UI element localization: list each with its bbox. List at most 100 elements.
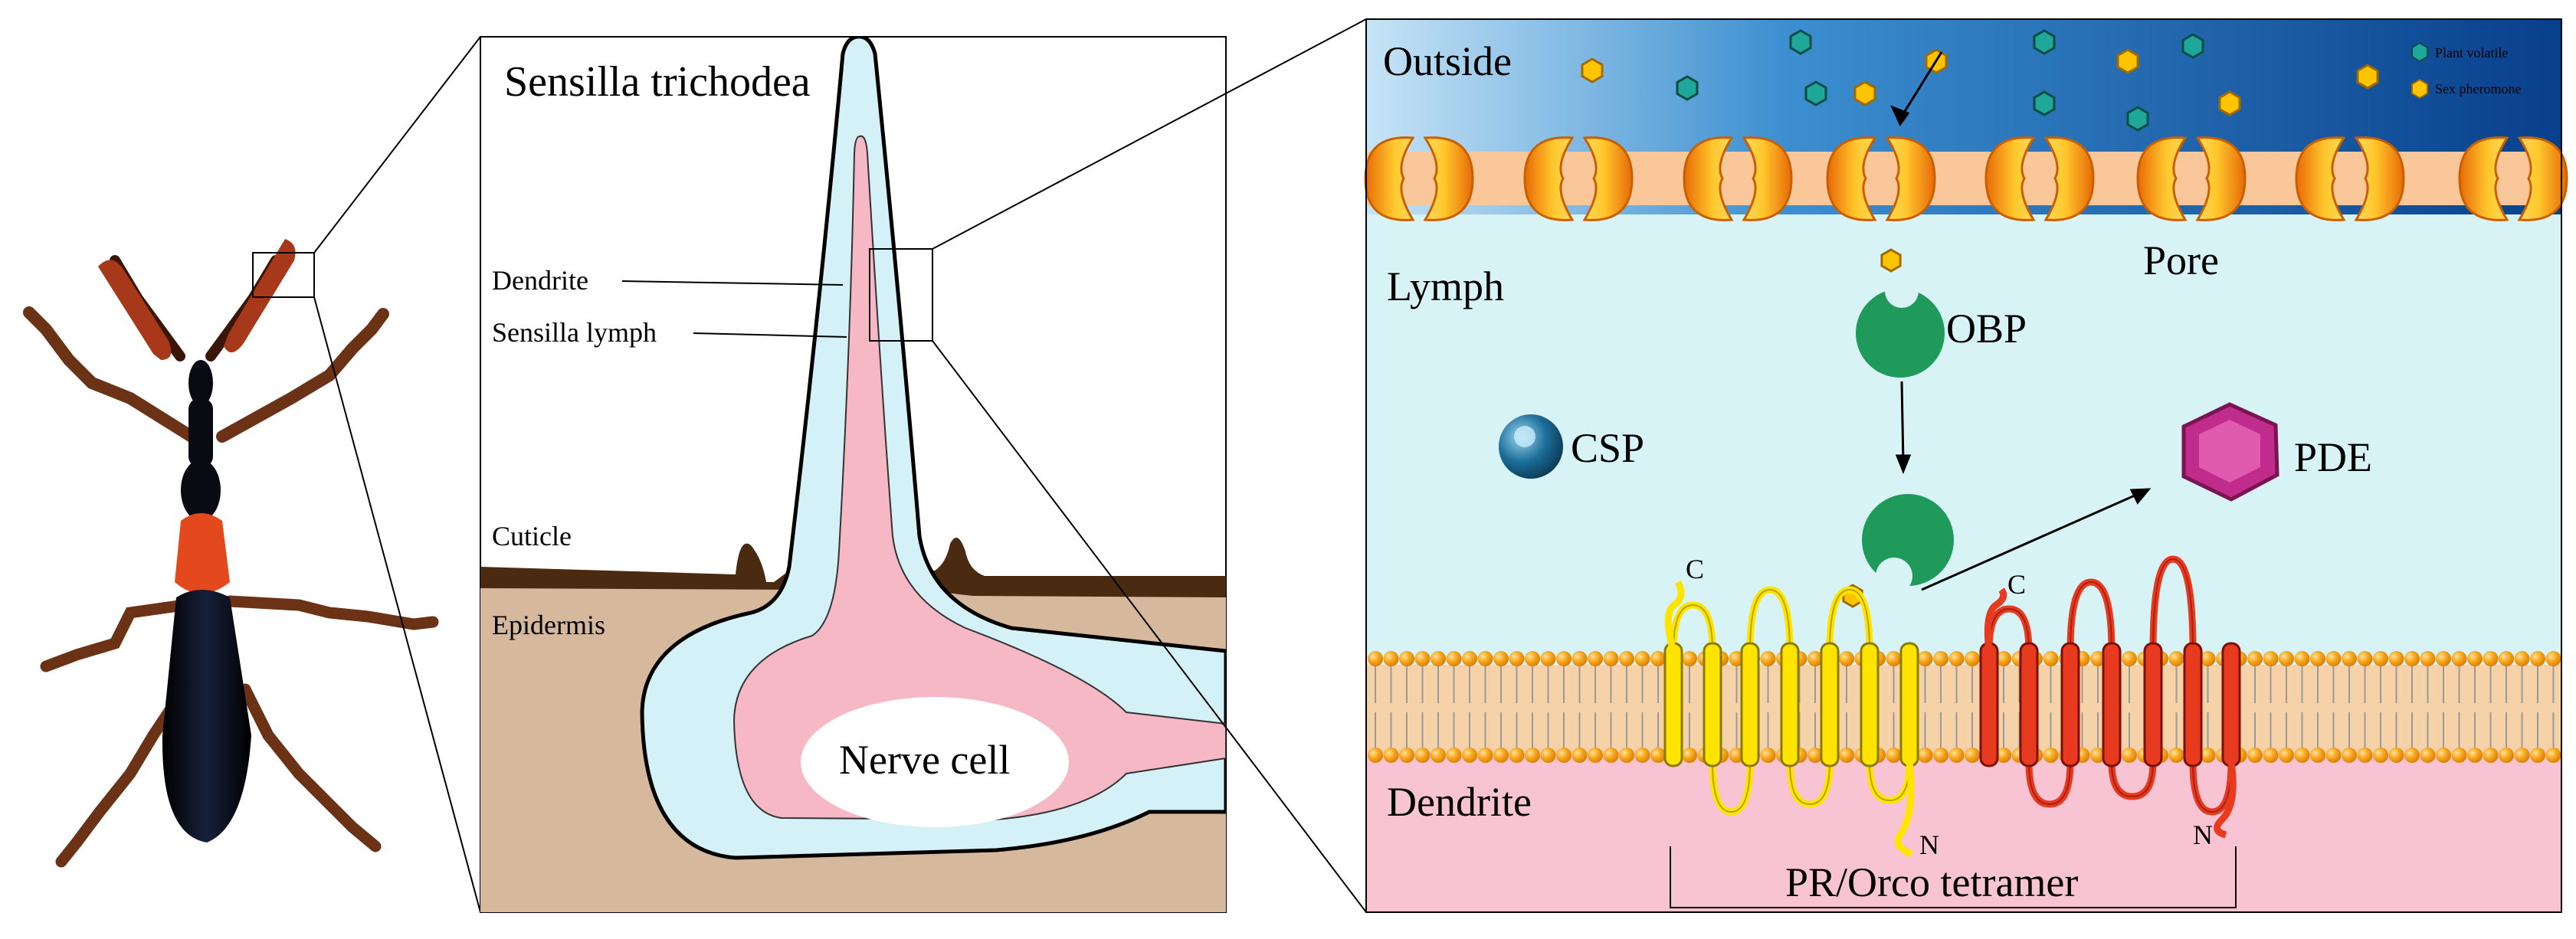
lipid-head xyxy=(1886,651,1902,666)
lipid-head xyxy=(1368,748,1383,763)
sensilla-title: Sensilla trichodea xyxy=(504,58,811,106)
pore-channel xyxy=(1364,136,1474,221)
lipid-head xyxy=(1682,748,1697,763)
c-terminus-label-1: C xyxy=(1686,554,1704,584)
molecular-panel: Outside Lymph Dendrite Pore OBP CSP PDE … xyxy=(1364,18,2568,913)
lipid-head xyxy=(1462,748,1477,763)
lipid-head xyxy=(2357,651,2373,666)
lipid-head xyxy=(2090,748,2106,763)
pore-channel xyxy=(1984,136,2095,221)
pore-channel xyxy=(2458,136,2568,221)
lipid-head xyxy=(1634,748,1650,763)
lipid-head xyxy=(2404,651,2420,666)
obp-ligand xyxy=(1880,248,1902,273)
transmembrane-helix xyxy=(1663,642,1683,767)
lipid-head xyxy=(2263,748,2279,763)
nerve-cell xyxy=(801,697,1069,827)
pde-enzyme xyxy=(2181,402,2279,502)
lipid-head xyxy=(2514,748,2530,763)
outside-label: Outside xyxy=(1383,38,1512,84)
lipid-head xyxy=(1807,748,1823,763)
lipid-head xyxy=(2499,651,2514,666)
sex-pheromone-molecule xyxy=(2356,64,2379,90)
transmembrane-helix xyxy=(2102,642,2122,767)
lipid-head xyxy=(1414,748,1431,763)
lipid-head xyxy=(2294,748,2310,763)
lipid-head xyxy=(2420,651,2436,666)
plant-volatile-molecule xyxy=(1676,75,1699,101)
antenna-zoom-box xyxy=(252,252,315,298)
lipid-head xyxy=(2043,748,2059,763)
lipid-head xyxy=(1807,651,1823,666)
lipid-head xyxy=(2325,748,2342,763)
lipid-head xyxy=(2451,748,2467,763)
lipid-head xyxy=(1634,651,1650,666)
lipid-head xyxy=(1446,651,1462,666)
lipid-head xyxy=(1917,748,1933,763)
transmembrane-helix xyxy=(2183,642,2203,767)
cuticle-label: Cuticle xyxy=(492,521,572,551)
lipid-head xyxy=(2310,651,2325,666)
nerve-cell-label: Nerve cell xyxy=(839,737,1010,783)
c-terminus-tail xyxy=(1664,580,1685,653)
transmembrane-helix xyxy=(2221,642,2241,767)
lipid-head xyxy=(2451,651,2467,666)
lipid-head xyxy=(1619,748,1634,763)
transmembrane-helix xyxy=(1899,642,1919,767)
transmembrane-helix xyxy=(2143,642,2163,767)
lipid-head xyxy=(2545,748,2561,763)
lipid-head xyxy=(2514,651,2530,666)
lipid-head xyxy=(1525,651,1540,666)
n-terminus-label-2: N xyxy=(2193,820,2213,850)
lipid-head xyxy=(1383,748,1399,763)
sensilla-lymph-label: Sensilla lymph xyxy=(492,317,657,348)
plant-volatile-molecule xyxy=(2033,90,2056,116)
lipid-head xyxy=(1556,651,1571,666)
lipid-head xyxy=(2325,651,2342,666)
lipid-bilayer xyxy=(1366,651,2561,763)
lipid-head xyxy=(2122,651,2137,666)
pore-channel xyxy=(1523,136,1634,221)
lipid-head xyxy=(1839,748,1854,763)
transmembrane-helix xyxy=(1703,642,1722,767)
lipid-head xyxy=(1965,748,1980,763)
transmembrane-helix xyxy=(2060,642,2080,767)
lipid-head xyxy=(1477,651,1493,666)
molecule-legend: Plant volatile Sex pheromone xyxy=(2411,41,2521,100)
obp-protein xyxy=(1856,274,1945,378)
pde-label: PDE xyxy=(2294,434,2372,480)
lipid-head xyxy=(2483,651,2499,666)
lipid-head xyxy=(1477,748,1493,763)
lipid-head xyxy=(2420,748,2436,763)
lipid-head xyxy=(2263,651,2279,666)
pathway-arrows xyxy=(1890,51,2152,591)
lipid-head xyxy=(1431,748,1446,763)
lipid-head xyxy=(2247,651,2263,666)
lipid-head xyxy=(1839,651,1854,666)
transmembrane-helix xyxy=(1860,642,1880,767)
lipid-head xyxy=(2373,748,2388,763)
sex-pheromone-molecule xyxy=(1581,57,1604,83)
sex-pheromone-legend-icon xyxy=(2411,78,2428,100)
lipid-head xyxy=(1493,651,1509,666)
lipid-head xyxy=(1588,748,1603,763)
transmembrane-helix xyxy=(2019,642,2039,767)
lipid-head xyxy=(2310,748,2325,763)
lipid-head xyxy=(1933,748,1948,763)
lipid-head xyxy=(1446,748,1462,763)
lipid-head xyxy=(1462,651,1477,666)
pr-orco-receptors xyxy=(1663,555,2241,858)
pore-label: Pore xyxy=(2143,237,2219,283)
pore-channels xyxy=(1364,136,2568,221)
sex-pheromone-molecule xyxy=(2218,90,2241,116)
transmembrane-helix xyxy=(1979,642,1999,767)
lipid-head xyxy=(1399,651,1414,666)
dendrite-region-label: Dendrite xyxy=(1387,779,1532,825)
lipid-head xyxy=(2388,748,2404,763)
lipid-head xyxy=(1965,651,1980,666)
beetle-legs xyxy=(23,306,439,868)
lipid-head xyxy=(1493,748,1509,763)
tetramer-label: PR/Orco tetramer xyxy=(1785,859,2078,905)
lipid-head xyxy=(1571,748,1588,763)
